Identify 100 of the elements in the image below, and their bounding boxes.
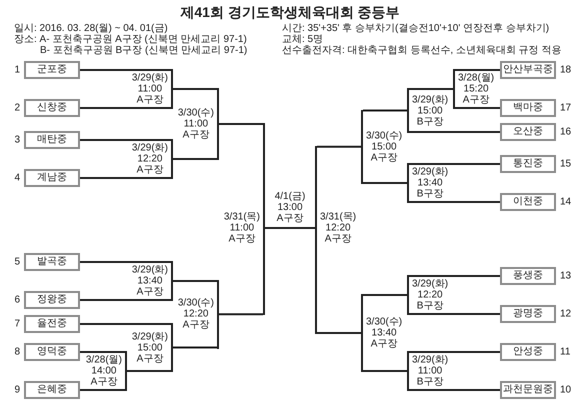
seed-number: 3: [14, 134, 20, 146]
seed-number: 9: [14, 384, 20, 396]
team-box: [500, 99, 556, 117]
edge-label: 4/1(금) 13:00 A구장: [274, 191, 306, 224]
bracket-line: [363, 294, 407, 296]
team-name: 풍생중: [513, 270, 543, 282]
bracket-line: [80, 299, 171, 301]
seed-number: 4: [14, 172, 20, 184]
bracket-line: [80, 177, 171, 179]
seed-number: 16: [560, 126, 572, 138]
bracket-line: [80, 261, 171, 263]
bracket-line: [455, 107, 500, 109]
team-name: 오산중: [513, 126, 543, 138]
match-date: 3/28(월): [86, 354, 122, 366]
match-date: 3/29(화): [132, 142, 168, 154]
team-box: [24, 61, 80, 79]
bracket-line: [173, 88, 217, 90]
seed-number: 13: [560, 270, 572, 282]
team-box: [24, 343, 80, 361]
bracket-line: [407, 163, 409, 203]
seed-number: 7: [14, 318, 20, 330]
match-date: 3/29(화): [132, 264, 168, 276]
team-box: [500, 267, 556, 285]
bracket-line: [173, 346, 217, 348]
team-box: [500, 343, 556, 361]
team-name: 영덕중: [37, 346, 67, 358]
team-box: [24, 291, 80, 309]
match-date: 3/30(수): [178, 108, 214, 118]
match-time: 15:20: [464, 84, 489, 94]
bracket-line: [171, 69, 173, 109]
seed-number: 12: [560, 308, 572, 320]
info-text: B- 포천축구공원 B구장 (신북면 만세교리 97-1): [40, 45, 248, 56]
team-box: [500, 61, 556, 79]
bracket-line: [317, 146, 361, 148]
team-name: 군포중: [37, 64, 67, 76]
match-date: 3/29(화): [412, 278, 448, 290]
match-date: 3/31(목): [320, 212, 356, 222]
bracket-line: [455, 69, 500, 71]
bracket-line: [363, 182, 407, 184]
match-time: 11:00: [138, 84, 162, 94]
info-text: 교체: 5명: [282, 34, 324, 45]
info-text: 장소: A- 포천축구공원 A구장 (신북면 만세교리 97-1): [14, 34, 248, 45]
match-venue: A구장: [136, 94, 164, 106]
bracket-line: [125, 351, 127, 391]
match-date: 3/29(화): [412, 354, 448, 366]
bracket-line: [80, 69, 171, 71]
team-name: 정왕중: [37, 294, 67, 306]
match-venue: B구장: [416, 188, 444, 200]
match-date: 3/29(화): [412, 166, 448, 178]
match-venue: A구장: [228, 234, 256, 244]
match-date: 3/30(수): [178, 298, 214, 309]
team-name: 발곡중: [37, 256, 67, 268]
bracket-line: [127, 370, 171, 372]
bracket-line: [363, 370, 407, 372]
bracket-line: [407, 275, 409, 315]
seed-number: 8: [14, 346, 20, 358]
match-time: 15:00: [137, 342, 162, 353]
team-name: 과천문원중: [503, 384, 553, 396]
bracket-line: [315, 146, 317, 334]
bracket-line: [80, 351, 125, 353]
bracket-line: [361, 294, 363, 372]
match-time: 12:20: [418, 290, 443, 300]
team-box: [24, 253, 80, 271]
bracket-line: [80, 107, 171, 109]
bracket-line: [217, 88, 219, 160]
bracket-line: [409, 131, 500, 133]
bracket-line: [265, 227, 315, 229]
match-time: 13:40: [418, 178, 443, 188]
info-text: 시간: 35'+35' 후 승부차기(결승전10'+10' 연장전후 승부차기): [282, 23, 550, 34]
team-name: 이천중: [513, 196, 543, 208]
team-name: 통진중: [513, 158, 543, 170]
bracket-line: [409, 351, 500, 353]
bracket-line: [361, 110, 363, 184]
match-time: 12:20: [326, 222, 351, 234]
team-box: [500, 193, 556, 211]
bracket-line: [217, 280, 219, 348]
match-time: 12:20: [137, 154, 162, 164]
bracket-line: [409, 88, 453, 90]
team-box: [24, 315, 80, 333]
seed-number: 2: [14, 102, 20, 114]
bracket-line: [219, 313, 263, 316]
match-venue: A구장: [462, 94, 490, 106]
bracket-line: [409, 313, 500, 315]
team-box: [500, 123, 556, 141]
seed-number: 14: [560, 196, 572, 208]
team-name: 계남중: [37, 172, 67, 184]
seed-number: 1: [14, 64, 20, 76]
match-venue: A구장: [136, 164, 164, 176]
match-date: 3/28(월): [458, 72, 494, 84]
team-name: 안성중: [513, 346, 543, 358]
team-box: [500, 381, 556, 399]
bracket-line: [363, 110, 407, 112]
match-date: 3/30(수): [366, 130, 402, 142]
seed-number: 5: [14, 256, 20, 268]
match-date: 3/29(화): [412, 94, 448, 105]
seed-number: 11: [560, 346, 570, 358]
match-time: 15:00: [372, 141, 397, 152]
team-box: [24, 169, 80, 187]
team-name: 백마중: [513, 102, 543, 114]
match-time: 14:00: [91, 366, 116, 376]
